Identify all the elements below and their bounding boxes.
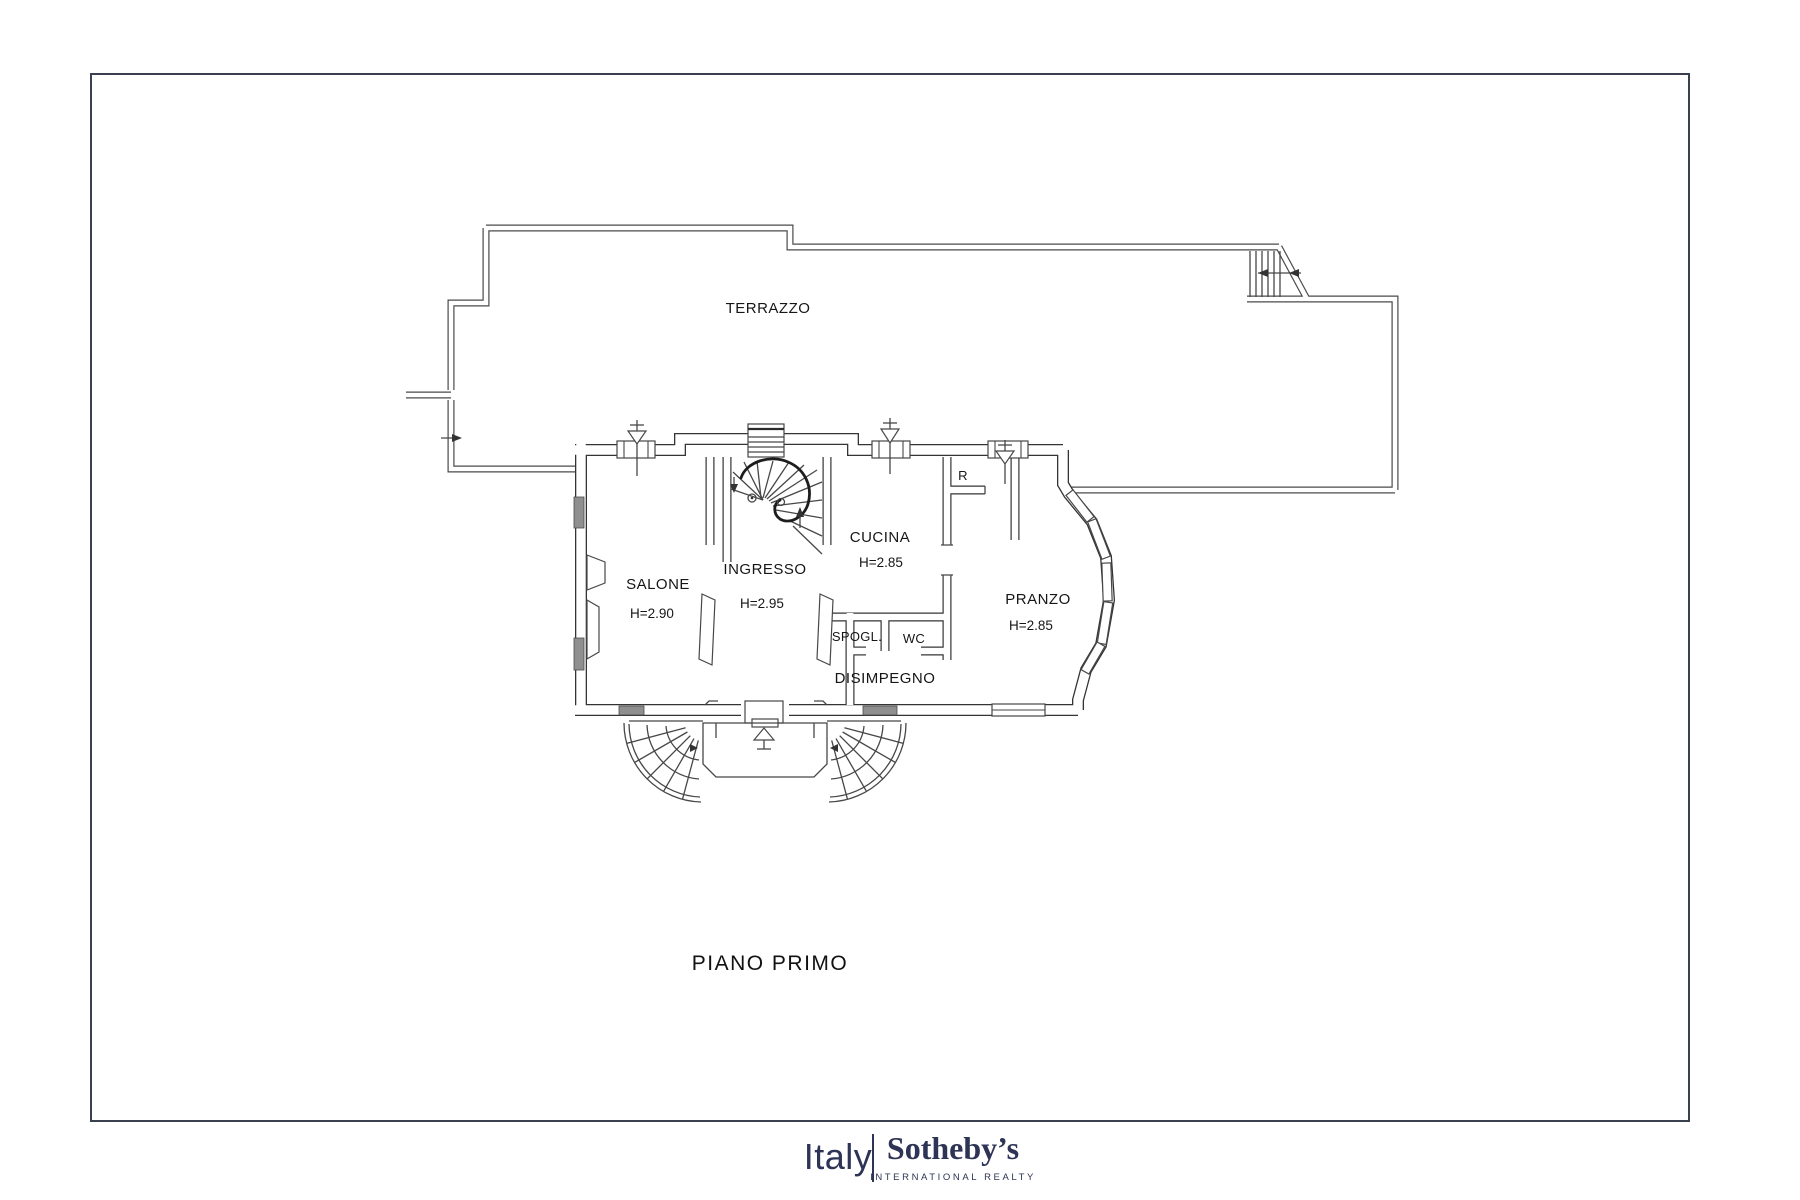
- terrazzo-parapet: [406, 224, 1399, 494]
- floor-title: PIANO PRIMO: [691, 952, 849, 975]
- label-wc: WC: [903, 631, 925, 646]
- label-salone: SALONE: [626, 576, 690, 593]
- interior-walls: [705, 457, 1020, 705]
- brand-tagline: INTERNATIONAL REALTY: [870, 1172, 1036, 1183]
- label-pranzo: PRANZO: [1005, 591, 1071, 608]
- label-ingresso-h: H=2.95: [740, 596, 784, 611]
- label-salone-h: H=2.90: [630, 606, 674, 621]
- brand-country: Italy: [803, 1136, 873, 1177]
- brand-divider: [872, 1134, 874, 1182]
- label-cucina: CUCINA: [850, 529, 911, 546]
- label-cucina-h: H=2.85: [859, 555, 903, 570]
- brand-name: Sotheby’s: [886, 1130, 1020, 1166]
- label-disimpegno: DISIMPEGNO: [835, 670, 936, 687]
- interior-doors: [698, 486, 986, 666]
- terrace-stair-arrow2: [1289, 269, 1299, 277]
- west-windows: [573, 496, 606, 671]
- terrace-stair-arrow: [1258, 269, 1268, 277]
- entry-door: [704, 700, 828, 728]
- bay-windows: [1065, 488, 1114, 675]
- south-windows: [618, 703, 1046, 717]
- room-labels: TERRAZZO SALONE H=2.90 INGRESSO H=2.95 C…: [626, 300, 1071, 687]
- terrace-gate-arrow: [452, 434, 462, 442]
- footer-logo: Italy Sotheby’s INTERNATIONAL REALTY: [0, 1128, 1800, 1198]
- spiral-staircase: [730, 423, 823, 555]
- label-ingresso: INGRESSO: [723, 561, 806, 578]
- label-pranzo-h: H=2.85: [1009, 618, 1053, 633]
- downspout-symbols: [626, 418, 1016, 750]
- label-ripostiglio: R: [958, 468, 968, 483]
- entry-stairs: [623, 720, 907, 803]
- label-terrazzo: TERRAZZO: [726, 300, 811, 317]
- label-spogliatoio: SPOGL.: [832, 629, 882, 644]
